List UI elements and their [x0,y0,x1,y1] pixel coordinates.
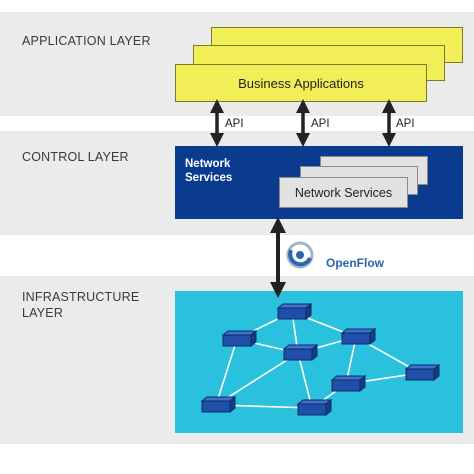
infrastructure-layer-label: INFRASTRUCTURE LAYER [22,290,140,320]
api-label-2: API [311,118,330,130]
api-label-3: API [396,118,415,130]
network-switch-icon [200,395,237,414]
business-applications-box[interactable]: Business Applications [175,64,427,102]
business-applications-label: Business Applications [238,76,364,91]
openflow-label: OpenFlow [326,256,384,270]
network-services-title: Network Services [185,158,233,184]
api-label-1: API [225,118,244,130]
openflow-logo-icon [286,241,314,269]
network-switch-icon [276,302,313,321]
network-links [215,311,421,409]
control-layer-label: CONTROL LAYER [22,150,129,164]
network-switch-icon [282,343,319,362]
network-switch-icon [404,363,441,382]
network-services-card[interactable]: Network Services [279,177,408,208]
application-layer-label: APPLICATION LAYER [22,34,151,48]
network-switch-icon [330,374,367,393]
network-switch-icon [221,329,258,348]
network-switch-icon [340,327,377,346]
network-services-card-label: Network Services [294,186,393,200]
network-switch-icon [296,398,333,417]
